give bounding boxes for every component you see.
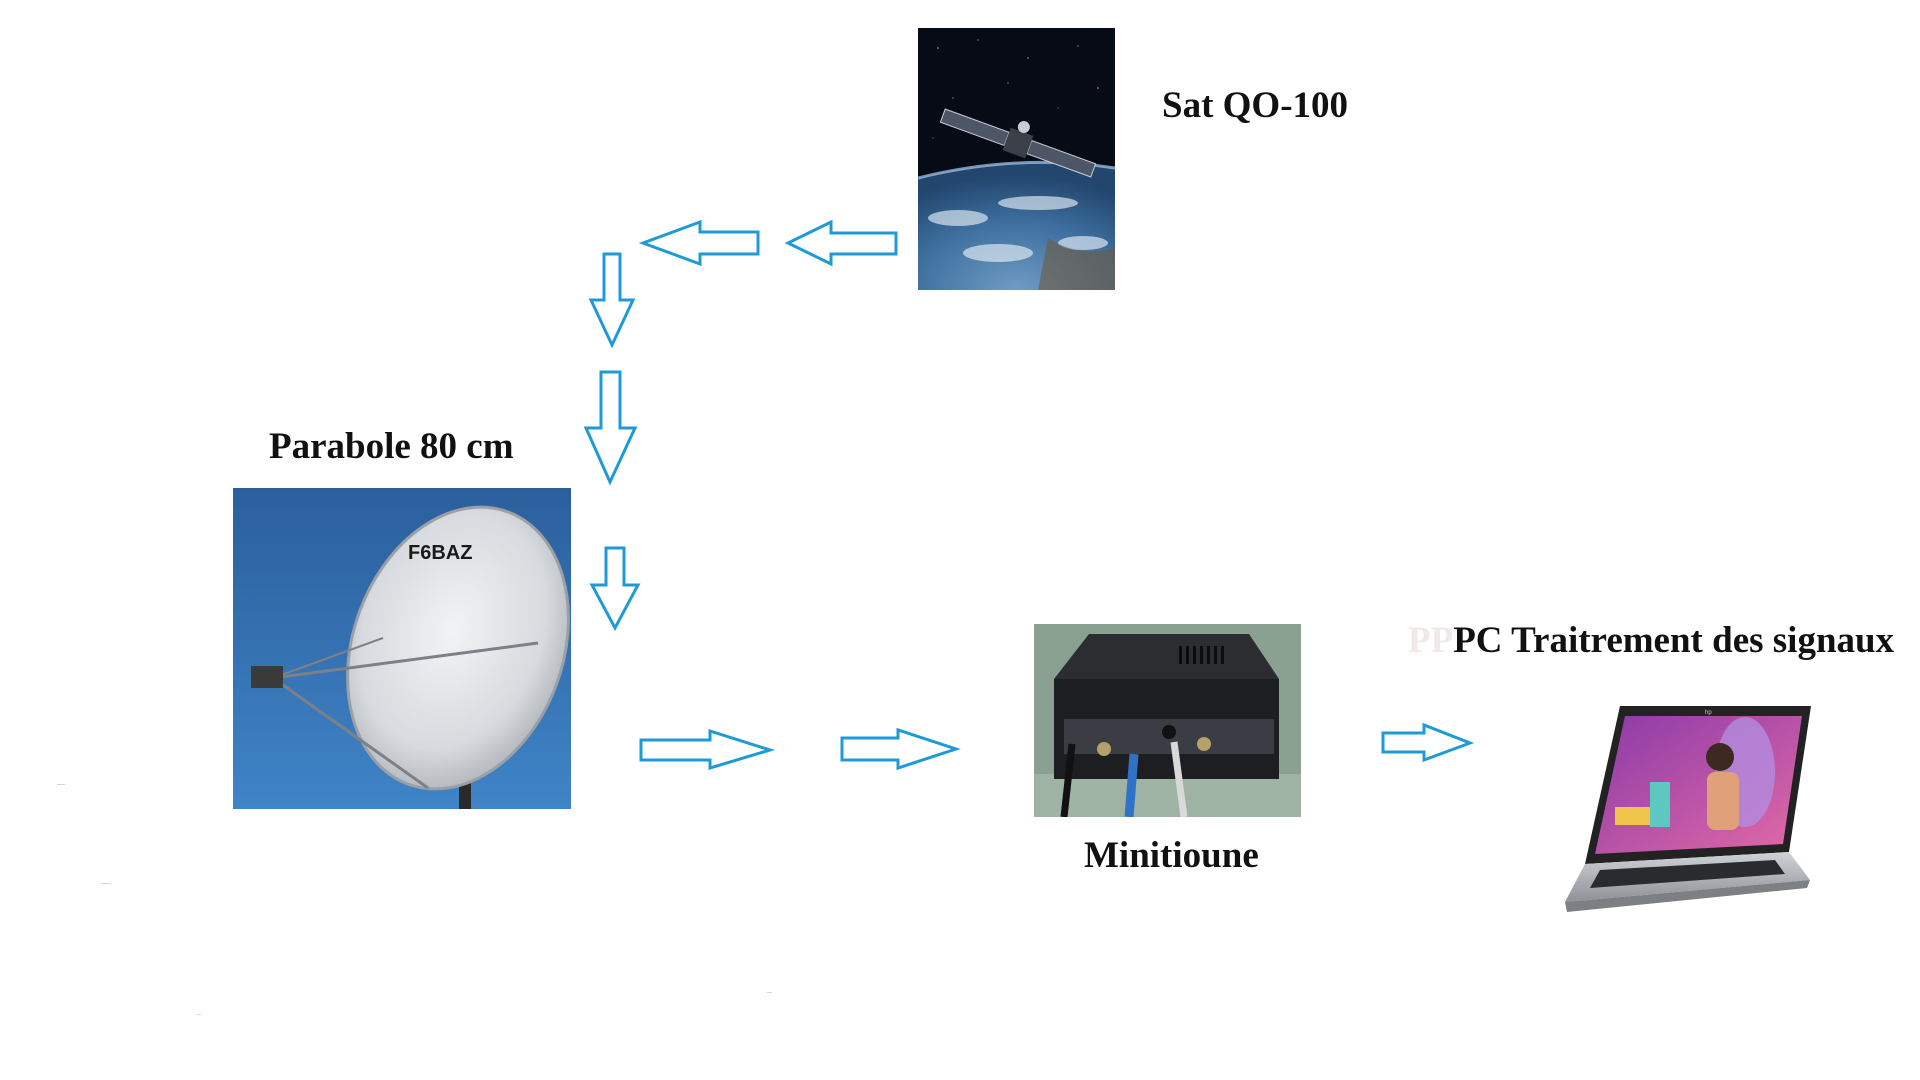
speck: [57, 784, 65, 785]
dish-label: Parabole 80 cm: [269, 426, 514, 467]
satellite-photo: [918, 28, 1115, 290]
arrow-right-3: [1381, 722, 1475, 763]
receiver-photo: [1034, 624, 1301, 817]
arrow-right-1: [639, 728, 776, 771]
speck: [197, 1014, 201, 1015]
arrow-down-1: [588, 252, 636, 349]
pc-label: PPPC Traitrement des signaux: [1408, 622, 1894, 659]
arrow-down-2: [583, 370, 638, 486]
svg-text:hp: hp: [1705, 710, 1712, 716]
pc-label-text: PC Traitrement des signaux: [1453, 620, 1895, 661]
arrow-left-2: [638, 219, 760, 267]
speck: [767, 992, 772, 993]
arrow-left-1: [784, 219, 898, 267]
arrow-right-2: [840, 727, 961, 771]
dish-mark: F6BAZ: [408, 542, 473, 564]
pc-label-ghost: PP: [1408, 620, 1454, 661]
arrow-down-3: [589, 546, 641, 632]
satellite-label: Sat QO-100: [1162, 85, 1349, 126]
laptop-photo: hp: [1455, 702, 1819, 942]
speck: [101, 883, 111, 884]
dish-photo: [233, 488, 571, 809]
receiver-label: Minitioune: [1084, 835, 1259, 876]
